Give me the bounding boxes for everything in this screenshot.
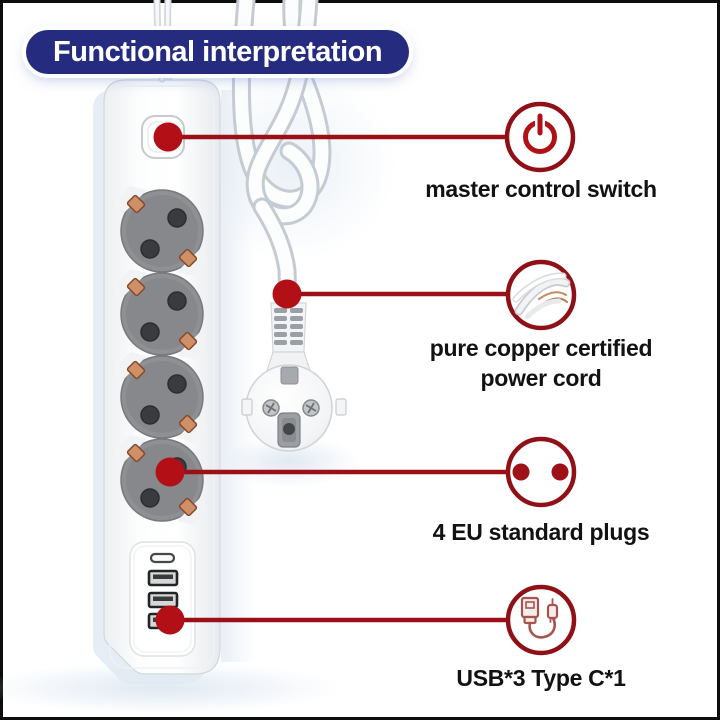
usb-cable-icon [505,584,577,656]
copper-cord-icon [505,259,577,331]
title-badge-label: Functional interpretation [53,36,383,68]
eu-socket-icon [505,436,577,508]
connector-dot-usb-ports [155,605,185,635]
connector-dot-eu-plugs [155,457,185,487]
connector-dot-master-switch [153,122,183,152]
usb-a-port-2[interactable] [147,591,179,609]
label-eu-standard-plugs: 4 EU standard plugs [432,519,650,545]
strip-face-line [109,85,215,669]
plug-side-tab-left [241,398,253,416]
label-usb-type-c: USB*3 Type C*1 [456,665,626,691]
power-icon [504,101,576,173]
title-badge: Functional interpretation [26,30,410,74]
type-c-port[interactable] [149,552,176,564]
usb-panel [129,541,196,657]
power-strip [93,79,221,684]
usb-a-port-1[interactable] [147,569,179,587]
plug-screw-right [302,399,320,417]
plug-side-tab-right [335,398,347,416]
label-power-cord: pure copper certified power cord [429,335,653,391]
annotation-connectors [153,122,510,635]
connector-dot-power-cord [272,279,302,309]
label-master-control-switch: master control switch [425,176,657,202]
eu-plug [241,364,347,452]
cord-grip [265,302,312,375]
plug-screw-left [262,399,280,417]
